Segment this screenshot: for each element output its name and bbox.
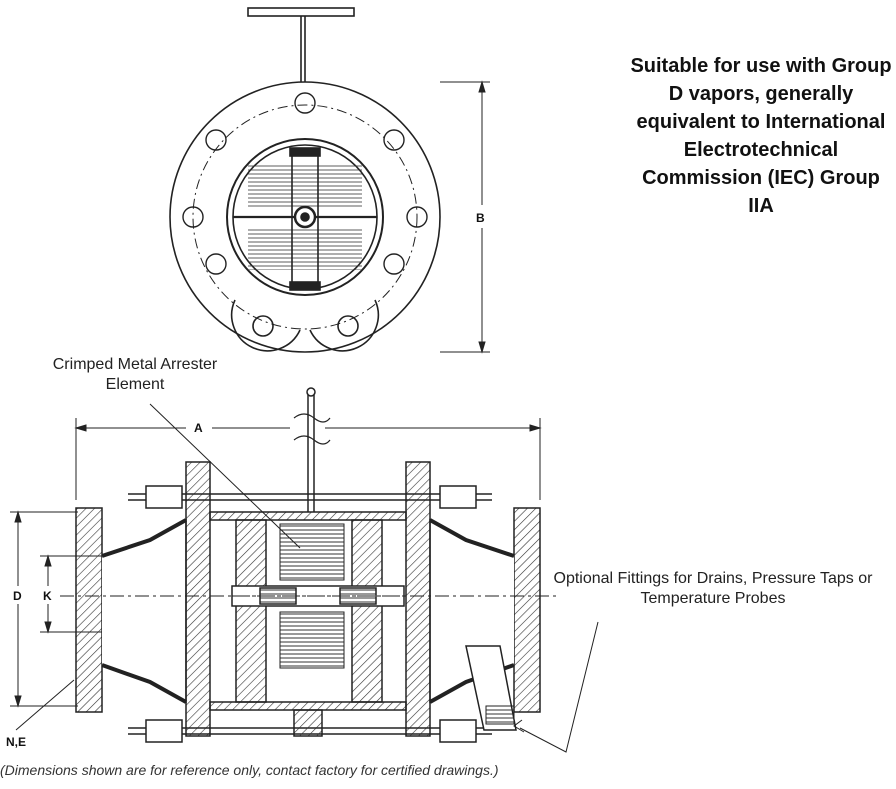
- crimped-element-label: Crimped Metal Arrester Element: [52, 356, 218, 393]
- right-flange: [513, 507, 541, 713]
- element-fins-top: [248, 165, 362, 207]
- dimension-d: [10, 510, 78, 708]
- dimension-b: [440, 80, 490, 354]
- dimension-a: [74, 418, 542, 500]
- dim-k-label: K: [43, 589, 52, 603]
- ne-leader: [15, 679, 75, 731]
- inner-ring: [226, 138, 384, 296]
- element-housing-left: [235, 519, 267, 703]
- handle-bar: [247, 7, 355, 17]
- bottom-lobes: [230, 299, 380, 352]
- bolt-holes: [182, 92, 428, 275]
- side-view: [10, 387, 599, 753]
- left-body-flange: [185, 461, 211, 737]
- right-body-flange: [405, 461, 431, 737]
- bolt-circle: [192, 104, 418, 330]
- dim-b-label: B: [476, 211, 485, 225]
- fittings-leader: [519, 621, 599, 753]
- optional-fittings-label: Optional Fittings for Drains, Pressure T…: [553, 570, 873, 607]
- element-housing-right: [351, 519, 383, 703]
- arrester-element-top: [279, 523, 345, 581]
- drain-fitting: [465, 645, 517, 731]
- dimension-k: [40, 554, 102, 634]
- bottom-bolts: [128, 709, 492, 743]
- end-view: [169, 7, 490, 354]
- crimped-leader: [149, 403, 301, 549]
- left-reducer: [101, 518, 187, 704]
- dim-d-label: D: [13, 589, 22, 603]
- dim-a-label: A: [194, 421, 203, 435]
- dim-ne-label: N,E: [6, 735, 26, 749]
- top-bolts: [128, 485, 492, 509]
- left-flange: [75, 507, 103, 713]
- group-d-note: Suitable for use with Group D vapors, ge…: [630, 55, 892, 217]
- reference-footnote: (Dimensions shown are for reference only…: [0, 762, 499, 778]
- element-fins-bottom: [248, 228, 362, 270]
- arrester-element-bottom: [279, 611, 345, 669]
